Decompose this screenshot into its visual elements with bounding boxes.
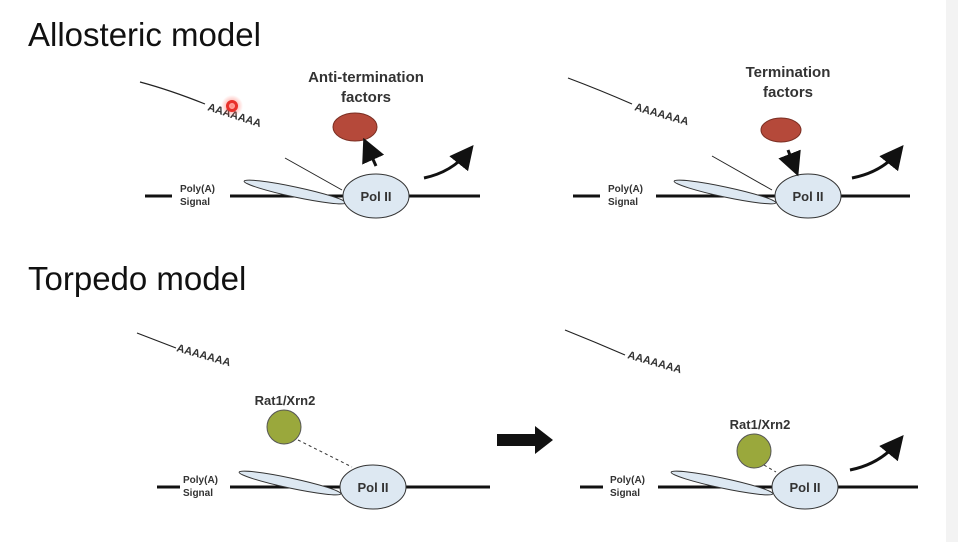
rna-transcript — [564, 329, 626, 356]
allosteric-before-panel: AAAAAAA Poly(A) Signal Pol II Anti-termi… — [139, 69, 480, 219]
cursor-indicator — [221, 95, 243, 117]
continue-arrow — [849, 435, 904, 472]
pol2 — [339, 464, 407, 510]
termination-label: Termination — [746, 64, 831, 81]
signal-label: Signal — [610, 488, 640, 499]
pol2-label: Pol II — [357, 480, 388, 495]
continue-arrow — [423, 144, 474, 180]
anti-termination-label: Anti-termination — [308, 69, 424, 86]
polya-tail: AAAAAAA — [626, 349, 683, 376]
polya-label: Poly(A) — [610, 475, 645, 486]
binding-arrow — [778, 149, 801, 177]
rna-exit-tail — [670, 470, 774, 496]
pol2-label: Pol II — [792, 189, 823, 204]
pol2 — [774, 173, 842, 219]
polya-tail: AAAAAAA — [633, 101, 690, 128]
polya-label: Poly(A) — [180, 184, 215, 195]
cursor-dot — [226, 100, 238, 112]
pol2-label: Pol II — [789, 480, 820, 495]
signal-label: Signal — [180, 197, 210, 208]
torpedo-model-title: Torpedo model — [28, 260, 247, 297]
torpedo-before-panel: AAAAAAA Poly(A) Signal Pol II Rat1/Xrn2 — [136, 332, 490, 510]
slide-edge — [946, 0, 958, 542]
polya-tail: AAAAAAA — [175, 342, 232, 369]
pol2 — [342, 173, 410, 219]
rna-transcript — [136, 332, 177, 349]
rna-strand — [284, 157, 343, 191]
pol2 — [771, 464, 839, 510]
rna-transcript — [139, 81, 206, 105]
rna-exit-tail — [238, 470, 342, 496]
rna-strand — [711, 155, 773, 191]
allosteric-after-panel: AAAAAAA Poly(A) Signal Pol II Terminatio… — [567, 64, 910, 219]
allosteric-model-title: Allosteric model — [28, 16, 261, 53]
dashed-link — [297, 439, 353, 468]
rat1-xrn2 — [266, 409, 302, 445]
dashed-link — [763, 464, 777, 473]
release-arrow — [362, 137, 385, 167]
continue-arrow — [851, 144, 904, 180]
termination-label-2: factors — [763, 84, 813, 101]
polya-label: Poly(A) — [608, 184, 643, 195]
rna-exit-tail — [243, 179, 347, 205]
torpedo-after-panel: AAAAAAA Poly(A) Signal Pol II Rat1/Xrn2 — [564, 329, 918, 510]
rat1-xrn2 — [736, 433, 772, 469]
transition-arrow — [497, 426, 553, 454]
signal-label: Signal — [183, 488, 213, 499]
termination-factor — [760, 117, 802, 143]
signal-label: Signal — [608, 197, 638, 208]
anti-termination-factor — [332, 112, 378, 142]
rat1-label: Rat1/Xrn2 — [730, 417, 791, 432]
rna-exit-tail — [673, 179, 777, 205]
polya-label: Poly(A) — [183, 475, 218, 486]
rna-transcript — [567, 77, 633, 105]
anti-termination-label-2: factors — [341, 89, 391, 106]
pol2-label: Pol II — [360, 189, 391, 204]
rat1-label: Rat1/Xrn2 — [255, 393, 316, 408]
